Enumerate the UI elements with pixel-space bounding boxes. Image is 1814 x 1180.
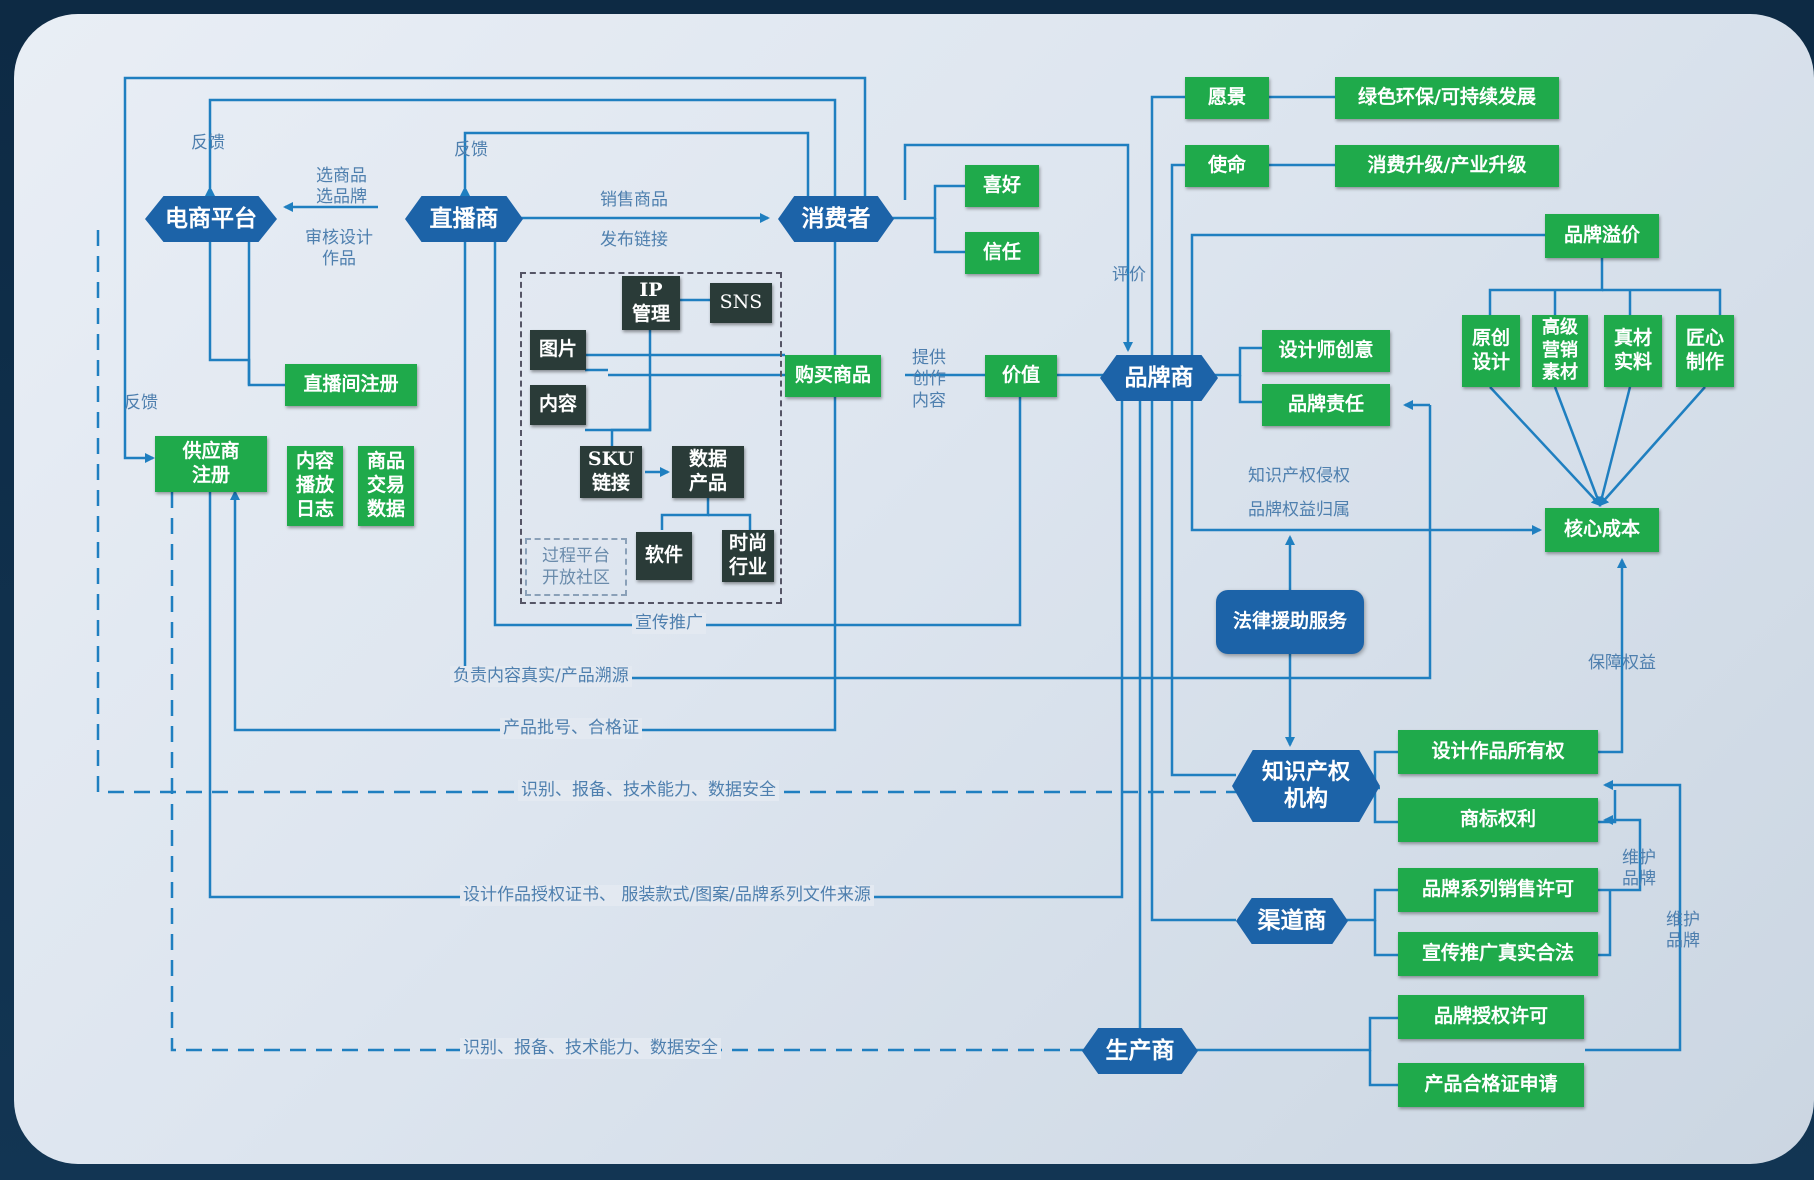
brand-owner-node[interactable]: 品牌商 (1100, 355, 1218, 401)
fashion-industry-node[interactable]: 时尚 行业 (722, 530, 774, 582)
ip-agency-node[interactable]: 知识产权 机构 (1232, 750, 1380, 822)
ip-infringement-label: 知识产权侵权 (1248, 466, 1350, 486)
image-node[interactable]: 图片 (530, 330, 586, 370)
livestream-registration-node[interactable]: 直播间注册 (285, 364, 417, 406)
core-cost-node[interactable]: 核心成本 (1545, 508, 1659, 552)
design-license-doc-label: 设计作品授权证书、 服装款式/图案/品牌系列文件来源 (460, 885, 874, 907)
content-authenticity-label: 负责内容真实/产品溯源 (450, 666, 632, 688)
genuine-material-node[interactable]: 真材 实料 (1604, 315, 1662, 387)
brand-license-node[interactable]: 品牌授权许可 (1398, 995, 1584, 1039)
mission-node[interactable]: 使命 (1185, 145, 1269, 187)
consumer-node[interactable]: 消费者 (778, 196, 894, 242)
premium-marketing-node[interactable]: 高级 营销 素材 (1532, 315, 1588, 387)
software-node[interactable]: 软件 (636, 532, 692, 580)
promotion-legal-node[interactable]: 宣传推广真实合法 (1398, 932, 1598, 976)
brand-premium-node[interactable]: 品牌溢价 (1545, 214, 1659, 258)
batch-certificate-label: 产品批号、合格证 (500, 718, 642, 740)
provide-content-label: 提供 创作 内容 (912, 348, 946, 411)
original-design-node[interactable]: 原创 设计 (1462, 315, 1520, 387)
identify-security-label-1: 识别、报备、技术能力、数据安全 (518, 780, 779, 802)
vision-node[interactable]: 愿景 (1185, 77, 1269, 119)
trust-node[interactable]: 信任 (965, 232, 1039, 274)
legal-aid-node[interactable]: 法律援助服务 (1216, 590, 1364, 654)
channel-node[interactable]: 渠道商 (1236, 898, 1348, 944)
publish-link-label: 发布链接 (600, 230, 668, 250)
preference-node[interactable]: 喜好 (965, 165, 1039, 207)
process-platform-box: 过程平台 开放社区 (525, 538, 627, 596)
feedback-label-1: 反馈 (191, 133, 225, 153)
vision-text-node[interactable]: 绿色环保/可持续发展 (1335, 77, 1559, 119)
maintain-brand-label-2: 维护 品牌 (1666, 910, 1700, 952)
series-sales-license-node[interactable]: 品牌系列销售许可 (1398, 868, 1598, 912)
ecommerce-platform-node[interactable]: 电商平台 (145, 196, 277, 242)
sell-goods-label: 销售商品 (600, 190, 668, 210)
buy-goods-node[interactable]: 购买商品 (785, 355, 881, 397)
sku-link-node[interactable]: SKU 链接 (580, 446, 642, 498)
craftsmanship-node[interactable]: 匠心 制作 (1676, 315, 1734, 387)
live-streamer-node[interactable]: 直播商 (405, 196, 523, 242)
mission-text-node[interactable]: 消费升级/产业升级 (1335, 145, 1559, 187)
supplier-registration-node[interactable]: 供应商 注册 (155, 436, 267, 492)
trade-data-node[interactable]: 商品 交易 数据 (358, 446, 414, 526)
identify-security-label-2: 识别、报备、技术能力、数据安全 (460, 1038, 721, 1060)
feedback-label-3: 反馈 (124, 393, 158, 413)
design-ownership-node[interactable]: 设计作品所有权 (1398, 730, 1598, 774)
sns-node[interactable]: SNS (710, 283, 772, 323)
select-goods-label: 选商品 选品牌 (316, 166, 367, 208)
designer-creativity-node[interactable]: 设计师创意 (1262, 330, 1390, 372)
trademark-rights-node[interactable]: 商标权利 (1398, 798, 1598, 842)
feedback-label-2: 反馈 (454, 140, 488, 160)
review-design-label: 审核设计 作品 (305, 228, 373, 270)
brand-rights-label: 品牌权益归属 (1248, 500, 1350, 520)
ip-management-node[interactable]: IP 管理 (622, 276, 680, 330)
review-label: 评价 (1112, 265, 1146, 285)
brand-responsibility-node[interactable]: 品牌责任 (1262, 384, 1390, 426)
content-log-node[interactable]: 内容 播放 日志 (287, 446, 343, 526)
data-product-node[interactable]: 数据 产品 (672, 446, 744, 498)
value-node[interactable]: 价值 (985, 355, 1057, 397)
qualification-application-node[interactable]: 产品合格证申请 (1398, 1063, 1584, 1107)
content-node[interactable]: 内容 (530, 385, 586, 425)
maintain-brand-label-1: 维护 品牌 (1622, 848, 1656, 890)
manufacturer-node[interactable]: 生产商 (1082, 1028, 1198, 1074)
protect-rights-label: 保障权益 (1588, 653, 1656, 673)
promotion-label: 宣传推广 (632, 613, 706, 635)
content-platform-box (520, 272, 782, 604)
